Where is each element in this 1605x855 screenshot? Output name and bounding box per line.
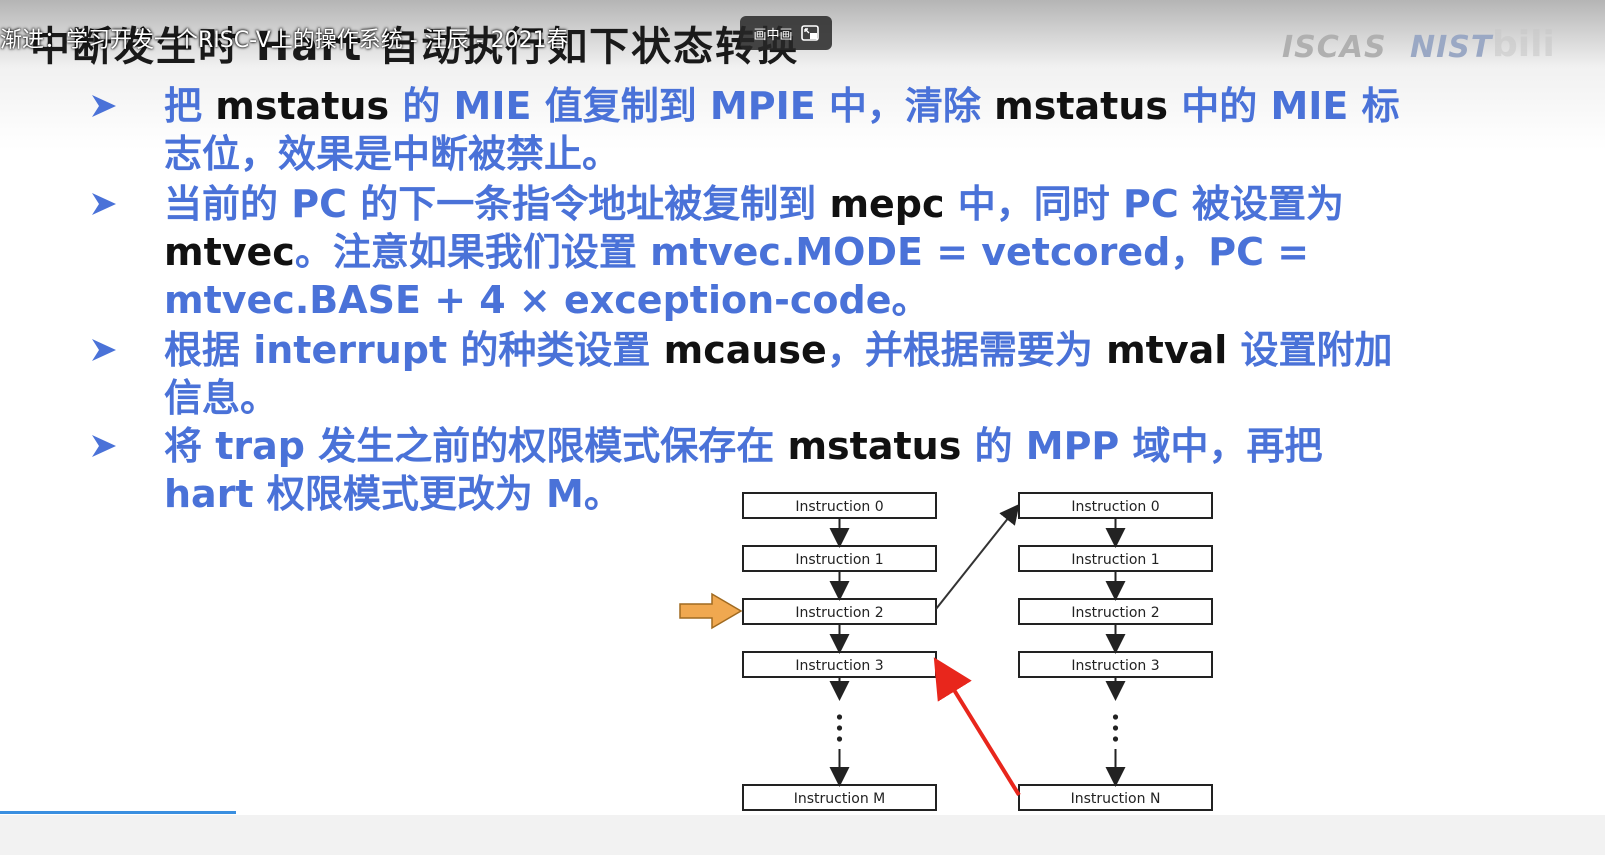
player-control-bar	[0, 815, 1605, 855]
bullet-line: 当前的 PC 的下一条指令地址被复制到 mepc 中，同时 PC 被设置为	[164, 180, 1344, 228]
left-box-label: Instruction 2	[795, 605, 883, 621]
progress-fill[interactable]	[0, 811, 236, 814]
left-ellipsis-dot	[836, 714, 843, 720]
bullet-text: 当前的 PC 的下一条指令地址被复制到	[164, 182, 830, 226]
right-box-label: Instruction 2	[1071, 605, 1159, 621]
left-box-label: Instruction 0	[795, 499, 883, 515]
nist-logo: NIST	[1410, 30, 1493, 65]
trap-jump-arrow	[935, 503, 1020, 610]
pip-label: 画中画	[753, 27, 793, 43]
register-keyword: mcause	[663, 328, 827, 372]
bullet-arrow-icon	[92, 95, 116, 117]
bilibili-watermark: bili	[1492, 24, 1555, 65]
video-title: 渐进：学习开发一个RISC-V上的操作系统 - 汪辰 - 2021春	[0, 28, 569, 53]
progress-track[interactable]	[0, 811, 1605, 815]
bullet-line: 把 mstatus 的 MIE 值复制到 MPIE 中，清除 mstatus 中…	[164, 82, 1400, 130]
bullet-text: 中，同时 PC 被设置为	[944, 182, 1344, 226]
right-box-2	[1018, 598, 1213, 625]
left-box-3	[742, 651, 937, 678]
right-box-label: Instruction N	[1071, 791, 1161, 807]
register-keyword: mepc	[829, 182, 945, 226]
right-ellipsis-dot	[1112, 725, 1119, 731]
bullet-text: 设置附加	[1227, 328, 1393, 372]
picture-in-picture-button[interactable]: 画中画	[740, 16, 832, 50]
right-box-label: Instruction 3	[1071, 658, 1159, 674]
bullet-line: 根据 interrupt 的种类设置 mcause，并根据需要为 mtval 设…	[164, 326, 1393, 374]
bullet-line: 信息。	[164, 374, 278, 422]
iscas-logo: ISCAS	[1282, 30, 1387, 65]
right-box-label: Instruction 1	[1071, 552, 1159, 568]
left-box-label: Instruction M	[794, 791, 885, 807]
left-box-label: Instruction 1	[795, 552, 883, 568]
bullet-arrow-icon	[92, 435, 116, 457]
left-ellipsis-dot	[836, 736, 843, 742]
bullet-text: 将 trap 发生之前的权限模式保存在	[164, 424, 788, 468]
register-keyword: mstatus	[215, 84, 390, 128]
bullet-text: hart 权限模式更改为 M。	[164, 472, 622, 516]
bullet-line: mtvec。注意如果我们设置 mtvec.MODE = vetcored，PC …	[164, 228, 1309, 276]
pip-icon	[800, 25, 819, 41]
bullet-arrow-icon	[92, 193, 116, 215]
register-keyword: mstatus	[994, 84, 1169, 128]
bullet-text: 信息。	[164, 376, 279, 420]
bullet-text: 把	[164, 84, 216, 128]
register-keyword: mtval	[1106, 328, 1228, 372]
right-box-label: Instruction 0	[1071, 499, 1159, 515]
bullet-text: 根据 interrupt 的种类设置	[164, 328, 664, 372]
bullet-text: 的 MPP 域中，再把	[961, 424, 1323, 468]
bullet-line: 志位，效果是中断被禁止。	[164, 130, 620, 178]
bullet-line: mtvec.BASE + 4 × exception-code。	[164, 276, 930, 324]
left-ellipsis-dot	[836, 725, 843, 731]
bullet-arrow-icon	[92, 339, 116, 361]
bullet-text: ，并根据需要为	[826, 328, 1107, 372]
bullet-text: 。注意如果我们设置 mtvec.MODE = vetcored，PC =	[294, 230, 1310, 274]
bullet-text: mtvec.BASE + 4 × exception-code。	[164, 278, 930, 322]
mret-return-arrow	[933, 657, 1021, 797]
slide-heading: 中断发生时 Hart 自动执行如下状态转换	[30, 24, 800, 70]
register-keyword: mtvec	[164, 230, 295, 274]
register-keyword: mstatus	[787, 424, 962, 468]
left-box-label: Instruction 3	[795, 658, 883, 674]
left-box-1	[742, 545, 937, 572]
bullet-text: 志位，效果是中断被禁止。	[164, 132, 621, 176]
right-ellipsis-dot	[1112, 714, 1119, 720]
bullet-text: 中的 MIE 标	[1168, 84, 1400, 128]
right-ellipsis-dot	[1112, 736, 1119, 742]
bullet-text: 的 MIE 值复制到 MPIE 中，清除	[389, 84, 995, 128]
left-box-2	[742, 598, 937, 625]
bullet-line: 将 trap 发生之前的权限模式保存在 mstatus 的 MPP 域中，再把	[164, 422, 1323, 470]
bullet-line: hart 权限模式更改为 M。	[164, 470, 622, 518]
left-box-0	[742, 492, 937, 519]
pc-pointer-arrow	[679, 592, 743, 630]
